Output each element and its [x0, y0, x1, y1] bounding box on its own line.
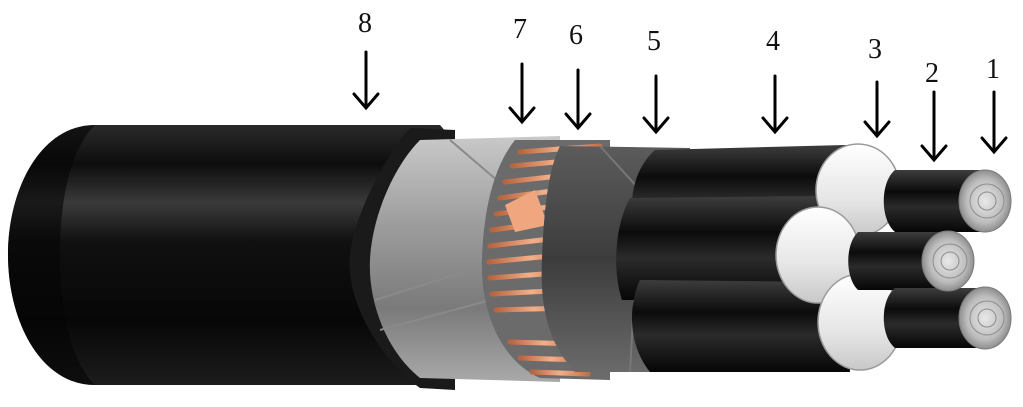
callout-arrows: [352, 50, 1008, 163]
label-7: 7: [513, 14, 527, 45]
arrow-6: [564, 68, 592, 131]
label-5: 5: [647, 26, 661, 57]
arrow-1: [980, 90, 1008, 155]
arrow-4: [761, 74, 789, 135]
arrow-7: [508, 62, 536, 125]
label-6: 6: [569, 20, 583, 51]
arrow-2: [920, 90, 948, 163]
arrow-5: [642, 74, 670, 135]
conductors: [921, 169, 1012, 350]
core-insulation: [616, 145, 872, 372]
arrow-8: [352, 50, 380, 111]
arrow-3: [863, 80, 891, 139]
label-1: 1: [986, 54, 1000, 85]
outer-jacket: [8, 125, 457, 385]
label-8: 8: [358, 8, 372, 39]
label-4: 4: [766, 26, 780, 57]
conductor-insulation: [848, 170, 985, 348]
label-2: 2: [925, 58, 939, 89]
label-3: 3: [868, 34, 882, 65]
